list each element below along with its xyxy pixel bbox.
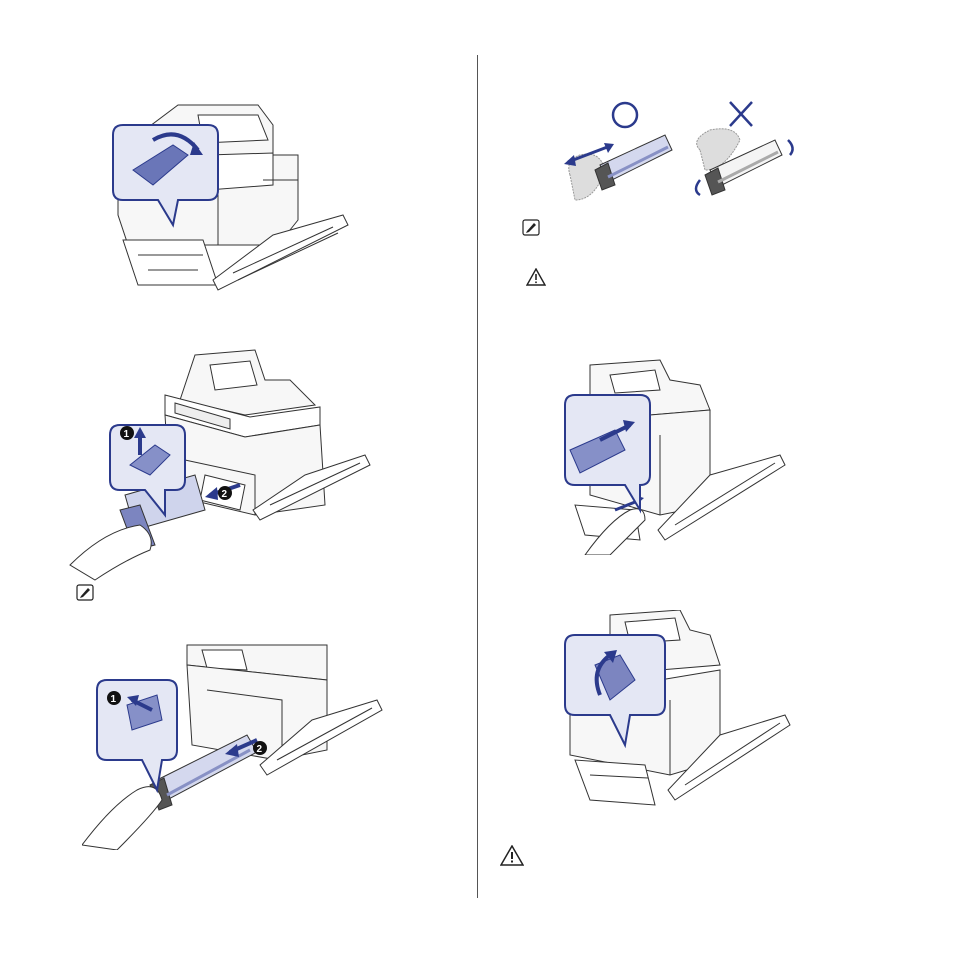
- figure-remove-imaging-unit: 1 2: [82, 640, 387, 850]
- step-marker-1: 1: [124, 429, 130, 440]
- figure-shake-correct-wrong: [560, 100, 810, 212]
- warning-icon: [500, 845, 524, 871]
- wrong-x-icon: [730, 102, 752, 126]
- figure-open-front-cover: [108, 95, 358, 300]
- step-marker-1: 1: [111, 694, 117, 705]
- figure-remove-waste-toner: 1 2: [65, 345, 375, 585]
- figure-close-lever: [560, 610, 795, 810]
- step-marker-2: 2: [222, 489, 228, 500]
- correct-circle-icon: [613, 103, 637, 127]
- note-icon: [76, 584, 94, 606]
- step-marker-2: 2: [257, 744, 263, 755]
- column-divider: [477, 55, 478, 898]
- figure-insert-imaging-unit: [560, 355, 790, 555]
- note-icon: [522, 219, 540, 241]
- warning-icon: [526, 268, 546, 291]
